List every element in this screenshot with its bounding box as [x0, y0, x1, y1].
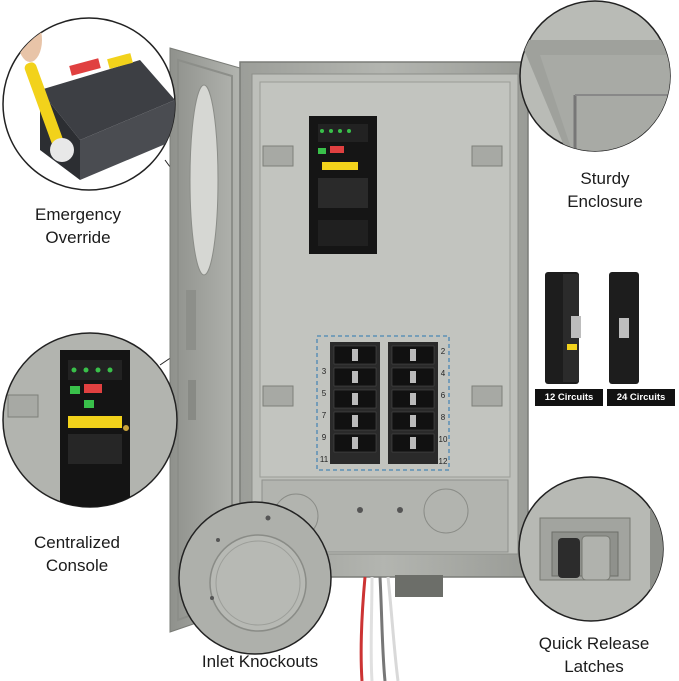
console-label-line2: Console — [45, 556, 109, 575]
breaker-number: 7 — [321, 411, 327, 420]
latches-label-line2: Latches — [564, 657, 624, 676]
breaker-panel — [316, 335, 450, 471]
console-label-line1: Centralized — [34, 533, 120, 552]
emergency-override-inset — [2, 17, 176, 191]
breaker-number: 12 — [438, 457, 448, 466]
breaker-number: 6 — [440, 391, 446, 400]
breaker-number: 10 — [438, 435, 448, 444]
breaker-number: 9 — [321, 433, 327, 442]
inlet-knockouts-inset — [178, 501, 332, 655]
badge-24-circuits: 24 Circuits — [607, 389, 675, 406]
sturdy-enclosure-inset — [519, 0, 671, 152]
emergency-override-label: Emergency Override — [16, 203, 140, 249]
quick-release-latch-inset — [518, 476, 664, 622]
breaker-number: 5 — [321, 389, 327, 398]
breaker-numbers-right: 2 4 6 8 10 12 — [437, 341, 449, 473]
latches-label-line1: Quick Release — [538, 634, 650, 653]
sturdy-label-line1: Sturdy — [580, 169, 630, 188]
emergency-label-line2: Override — [45, 228, 111, 247]
breaker-products — [545, 272, 639, 384]
emergency-label-line1: Emergency — [35, 205, 121, 224]
breaker-number: 11 — [319, 455, 329, 464]
inlet-knockouts-label: Inlet Knockouts — [180, 650, 340, 673]
quick-release-latches-label: Quick Release Latches — [524, 632, 664, 678]
transfer-console — [309, 116, 377, 254]
breaker-number: 8 — [440, 413, 446, 422]
breaker-number: 3 — [321, 367, 327, 376]
main-enclosure — [239, 61, 529, 681]
inlet-label-text: Inlet Knockouts — [201, 652, 319, 671]
breaker-number: 4 — [440, 369, 446, 378]
enclosure-door — [169, 47, 241, 633]
centralized-console-label: Centralized Console — [16, 531, 138, 577]
sturdy-enclosure-label: Sturdy Enclosure — [550, 167, 660, 213]
sturdy-label-line2: Enclosure — [567, 192, 643, 211]
centralized-console-inset — [2, 332, 178, 508]
badge-12-circuits: 12 Circuits — [535, 389, 603, 406]
breaker-number: 2 — [440, 347, 446, 356]
breaker-numbers-left: 3 5 7 9 11 — [318, 361, 330, 471]
